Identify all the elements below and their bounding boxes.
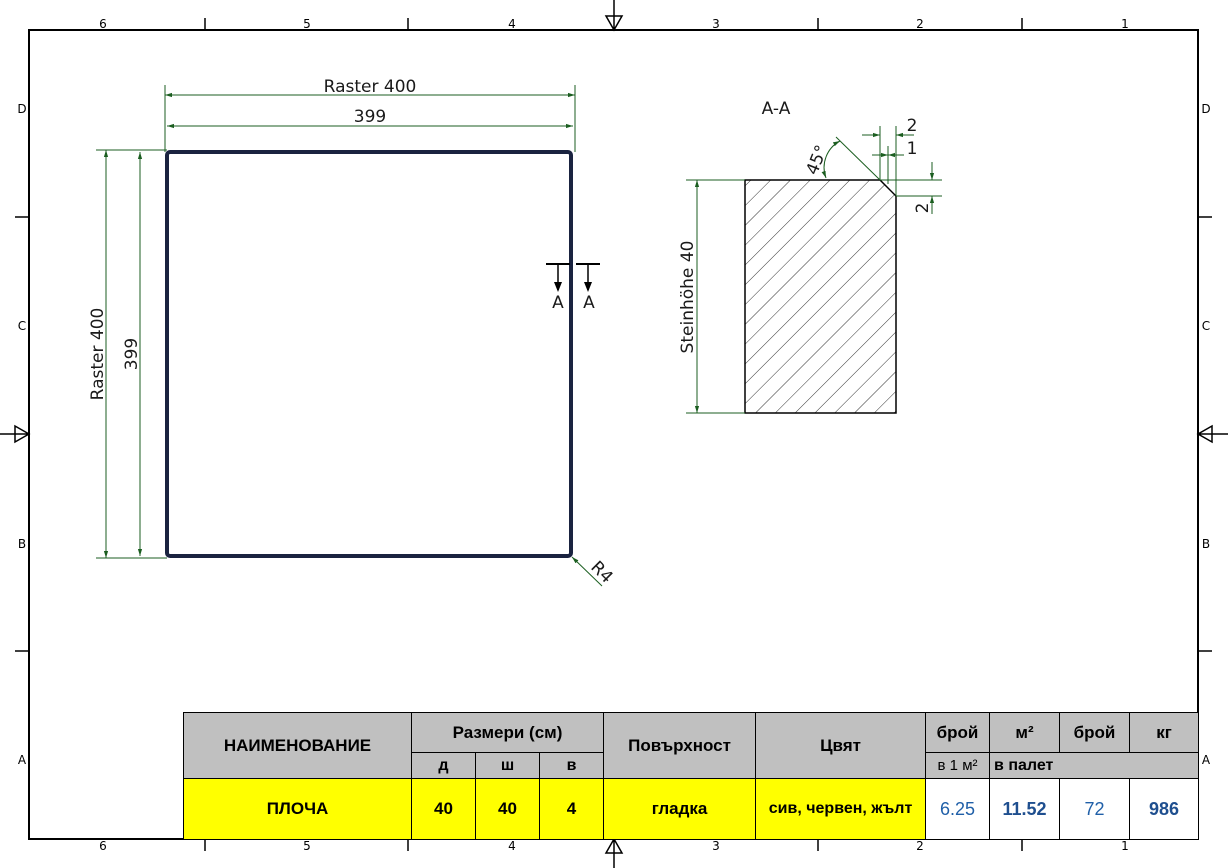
section-mark-right: A — [583, 293, 595, 313]
section-title: A-A — [762, 99, 791, 119]
header-count-2: брой — [1059, 712, 1131, 753]
section-mark-left: A — [552, 293, 564, 313]
value-kg: 986 — [1129, 778, 1200, 840]
zone-row-left: A — [18, 753, 27, 767]
header-on-pallet: в палет — [989, 752, 1200, 779]
corner-radius-callout: R4 — [571, 556, 617, 588]
header-surface: Повърхност — [603, 712, 757, 779]
dim-size-horizontal: 399 — [354, 107, 386, 127]
zone-col-top: 3 — [712, 17, 720, 31]
title-block: НАИМЕНОВАНИЕ Размери (см) Повърхност Цвя… — [183, 712, 1200, 840]
plan-view: Raster 400 399 Raster 400 399 A A R4 — [88, 77, 617, 588]
zone-col-top: 5 — [303, 17, 311, 31]
zone-col-bottom: 3 — [712, 839, 720, 853]
title-block-table: НАИМЕНОВАНИЕ Размери (см) Повърхност Цвя… — [183, 712, 1200, 840]
zone-col-bottom: 2 — [916, 839, 924, 853]
dim-1: 1 — [907, 139, 918, 159]
header-sh: ш — [475, 752, 540, 779]
section-view: A-A Steinhöhe 40 45° 2 1 2 — [678, 99, 942, 414]
value-color: сив, червен, жълт — [755, 778, 927, 840]
zone-row-right: A — [1202, 753, 1211, 767]
zone-col-bottom: 5 — [303, 839, 311, 853]
value-name: ПЛОЧА — [183, 778, 412, 840]
zone-col-top: 4 — [508, 17, 516, 31]
radius-label: R4 — [586, 557, 616, 587]
height-label: Steinhöhe 40 — [678, 241, 698, 354]
zone-col-bottom: 1 — [1121, 839, 1129, 853]
zone-col-bottom: 4 — [508, 839, 516, 853]
header-v: в — [538, 752, 605, 779]
value-surface: гладка — [603, 778, 757, 840]
zone-labels: 6 5 4 3 2 1 6 5 4 3 2 1 D C B A D C B A — [17, 17, 1211, 853]
section-cut-marks: A A — [546, 263, 600, 313]
zone-col-top: 6 — [99, 17, 107, 31]
dim-raster-horizontal: Raster 400 — [324, 77, 417, 97]
chamfer-angle: 45° — [802, 142, 832, 177]
horizontal-dimensions: Raster 400 399 — [164, 77, 576, 152]
header-d: д — [411, 752, 476, 779]
dim-raster-vertical: Raster 400 — [88, 308, 108, 401]
header-name: НАИМЕНОВАНИЕ — [183, 712, 412, 779]
value-d: 40 — [411, 778, 476, 840]
section-profile — [744, 179, 897, 414]
zone-row-right: D — [1201, 102, 1210, 116]
zone-col-top: 2 — [916, 17, 924, 31]
zone-row-left: C — [18, 319, 26, 333]
value-sh: 40 — [475, 778, 540, 840]
header-per-m2: в 1 м² — [925, 752, 991, 779]
value-m2: 11.52 — [989, 778, 1061, 840]
dim-size-vertical: 399 — [122, 338, 142, 370]
header-m2: м² — [989, 712, 1061, 753]
dim-2-side: 2 — [913, 203, 933, 214]
header-count: брой — [925, 712, 991, 753]
slab-outline — [165, 150, 573, 558]
header-sizes: Размери (см) — [410, 712, 605, 753]
zone-row-right: C — [1202, 319, 1210, 333]
dim-2-top: 2 — [907, 116, 918, 136]
header-kg: кг — [1129, 712, 1200, 753]
zone-row-left: B — [18, 537, 26, 551]
value-count: 72 — [1059, 778, 1131, 840]
zone-row-left: D — [17, 102, 26, 116]
header-color: Цвят — [755, 712, 927, 779]
value-v: 4 — [538, 778, 605, 840]
zone-row-right: B — [1202, 537, 1210, 551]
zone-col-bottom: 6 — [99, 839, 107, 853]
value-per-m2: 6.25 — [925, 778, 991, 840]
vertical-dimensions: Raster 400 399 — [88, 149, 167, 559]
zone-col-top: 1 — [1121, 17, 1129, 31]
